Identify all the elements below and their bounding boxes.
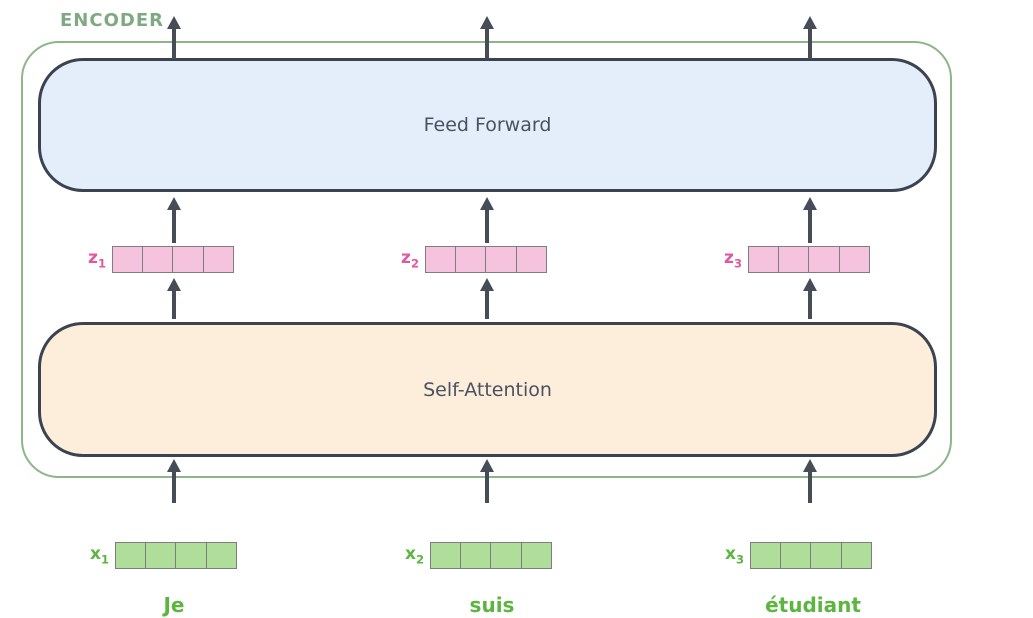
self-attention-box: Self-Attention	[38, 322, 937, 457]
z2-label: z2	[401, 247, 419, 270]
vector-cell	[113, 247, 144, 272]
arrow-up-icon	[802, 16, 818, 59]
arrow-up-icon	[479, 16, 495, 59]
x3-vector: x3	[716, 542, 872, 569]
z2-vector: z2	[391, 246, 547, 273]
vector-cell	[431, 543, 462, 568]
vector-cell	[809, 247, 840, 272]
z3-cells	[748, 246, 870, 273]
x2-vector: x2	[396, 542, 552, 569]
encoder-title: ENCODER	[60, 10, 164, 31]
input-word-suis: suis	[469, 593, 515, 617]
z1-vector: z1	[78, 246, 234, 273]
x2-cells	[430, 542, 552, 569]
vector-cell	[203, 247, 233, 272]
input-word-etudiant: étudiant	[765, 593, 861, 617]
vector-cell	[839, 247, 869, 272]
vector-cell	[779, 247, 810, 272]
vector-cell	[781, 543, 812, 568]
arrow-up-icon	[479, 459, 495, 503]
arrow-up-icon	[802, 197, 818, 243]
vector-cell	[206, 543, 236, 568]
self-attention-label: Self-Attention	[423, 378, 552, 401]
x1-cells	[115, 542, 237, 569]
input-word-je: Je	[163, 593, 185, 617]
arrow-up-icon	[802, 459, 818, 503]
feed-forward-label: Feed Forward	[423, 114, 552, 136]
x3-label: x3	[724, 543, 744, 566]
x1-label: x1	[89, 543, 109, 566]
vector-cell	[841, 543, 871, 568]
z1-label: z1	[88, 247, 106, 270]
vector-cell	[143, 247, 174, 272]
vector-cell	[146, 543, 177, 568]
arrow-up-icon	[166, 278, 182, 319]
vector-cell	[116, 543, 147, 568]
arrow-up-icon	[802, 278, 818, 319]
z3-label: z3	[724, 247, 742, 270]
z3-vector: z3	[714, 246, 870, 273]
vector-cell	[176, 543, 207, 568]
vector-cell	[491, 543, 522, 568]
z2-cells	[425, 246, 547, 273]
arrow-up-icon	[166, 197, 182, 243]
x1-vector: x1	[81, 542, 237, 569]
arrow-up-icon	[166, 16, 182, 59]
feed-forward-box: Feed Forward	[38, 58, 937, 192]
vector-cell	[516, 247, 546, 272]
vector-cell	[461, 543, 492, 568]
arrow-up-icon	[479, 197, 495, 243]
vector-cell	[486, 247, 517, 272]
vector-cell	[456, 247, 487, 272]
vector-cell	[811, 543, 842, 568]
vector-cell	[426, 247, 457, 272]
x2-label: x2	[404, 543, 424, 566]
x3-cells	[750, 542, 872, 569]
arrow-up-icon	[479, 278, 495, 319]
vector-cell	[173, 247, 204, 272]
vector-cell	[749, 247, 780, 272]
vector-cell	[521, 543, 551, 568]
vector-cell	[751, 543, 782, 568]
z1-cells	[112, 246, 234, 273]
arrow-up-icon	[166, 459, 182, 503]
